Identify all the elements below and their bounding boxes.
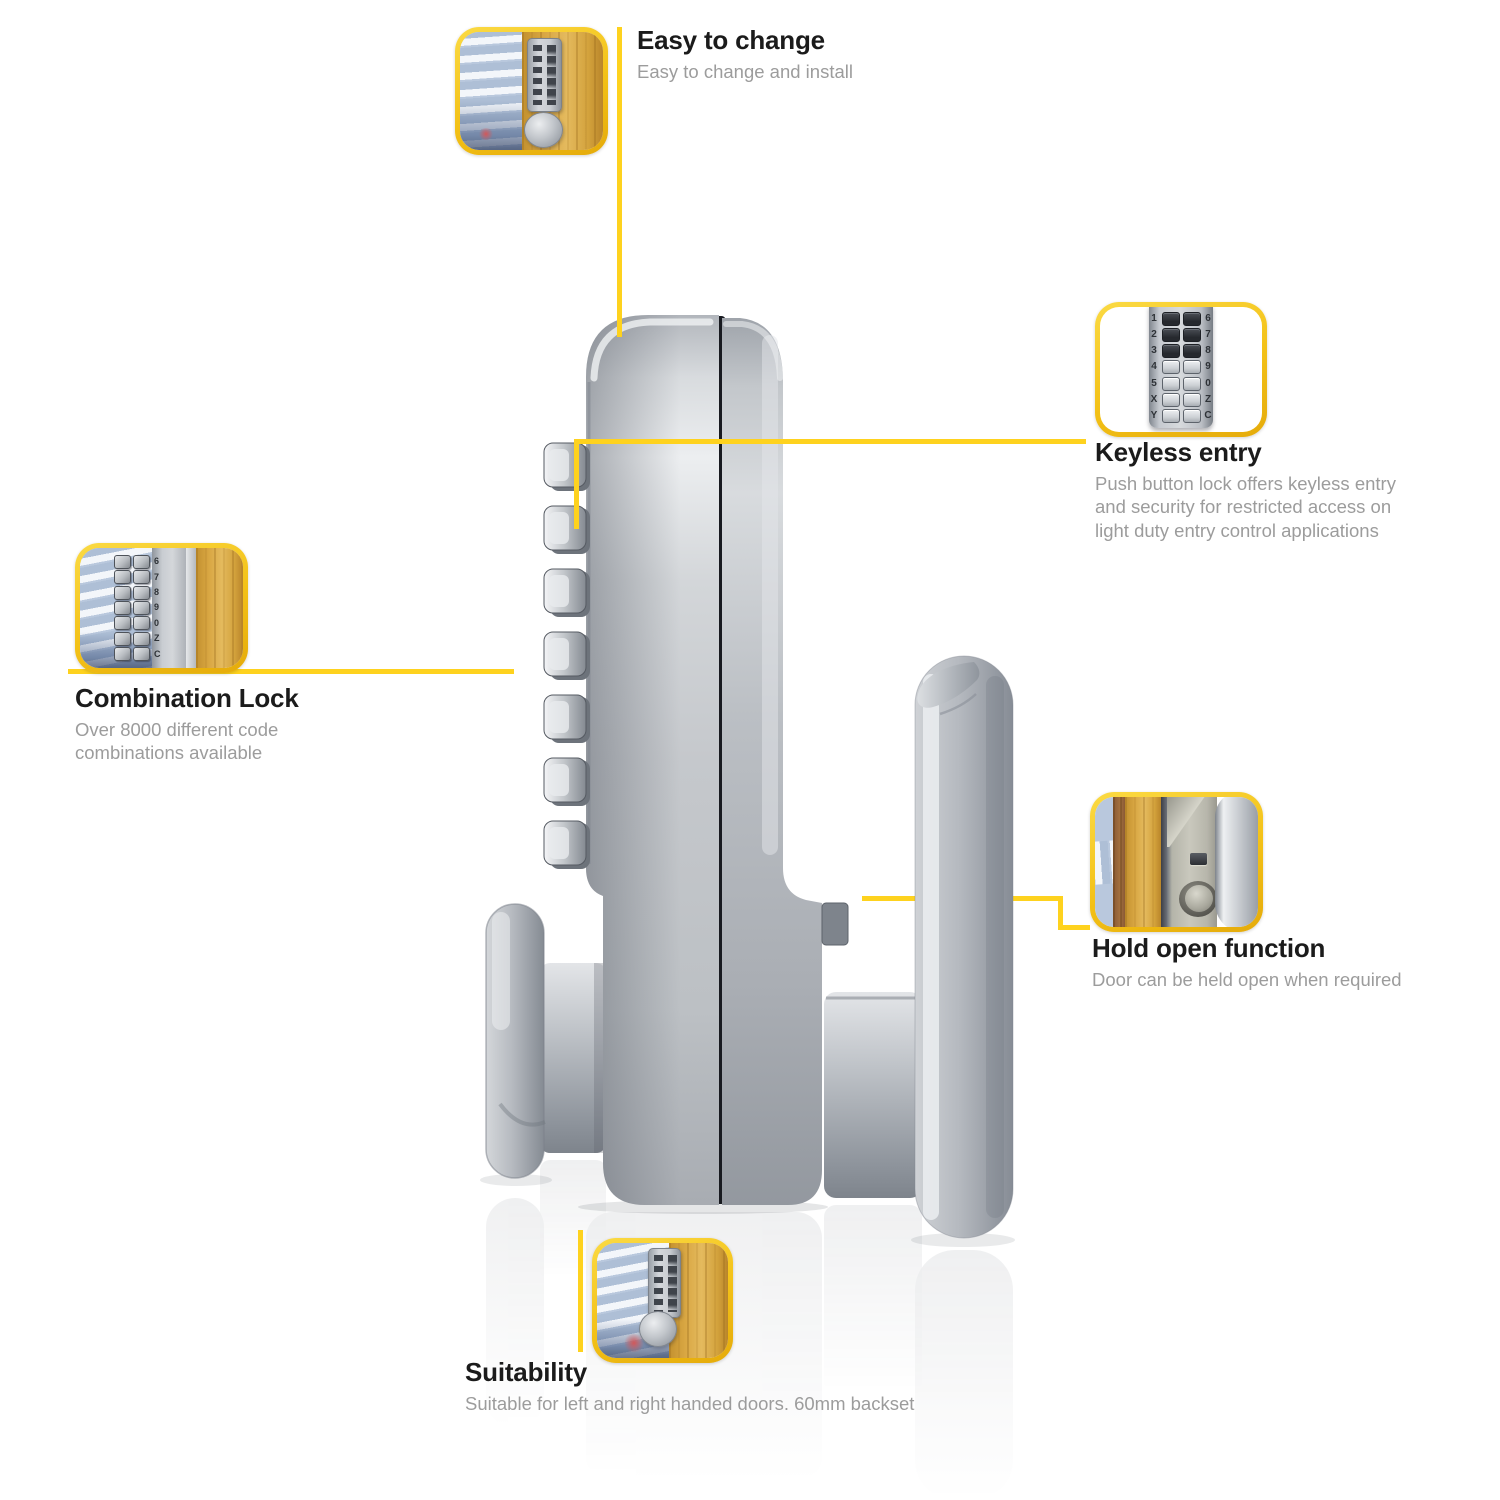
keypad-button [1182, 360, 1201, 375]
cylinder-face [1185, 885, 1213, 912]
side-button-row: 8 [114, 585, 198, 600]
keypad-button [1182, 312, 1201, 327]
connector-hold-open-elbow [1058, 896, 1063, 930]
combination-lock-thumbnail: 6 7 8 9 0 Z C [75, 543, 248, 673]
callout-hold-open-function: Hold open function Door can be held open… [1092, 933, 1402, 991]
shadow-gap [1161, 797, 1167, 927]
easy-to-change-thumbnail [455, 27, 608, 155]
keypad-button [1161, 408, 1180, 423]
connector-keyless-entry-stub [574, 439, 579, 529]
keypad-button [1182, 344, 1201, 359]
hold-open-snib [1190, 853, 1207, 865]
side-button-row: C [114, 647, 198, 662]
connector-hold-open-stub [1058, 925, 1090, 930]
connector-suitability-line [578, 1230, 583, 1352]
callout-title: Suitability [465, 1357, 588, 1387]
side-button-rows: 6 7 8 9 0 Z C [114, 554, 198, 662]
mini-lock-knob [639, 1311, 677, 1347]
callout-description: Easy to change and install [637, 61, 853, 83]
thumb-turn-knob [485, 903, 606, 1179]
connector-keyless-entry-line [574, 439, 1086, 444]
callout-combination-lock: Combination Lock Over 8000 different cod… [75, 683, 299, 765]
hold-open-thumbnail [1090, 792, 1263, 932]
keypad-button [1161, 312, 1180, 327]
callout-description: Door can be held open when required [1092, 969, 1402, 991]
side-button-row: Z [114, 631, 198, 646]
lock-body-back-unit [722, 318, 849, 1205]
mini-lock-keypad [527, 38, 562, 112]
wood-door [1125, 797, 1161, 927]
connector-combination-lock-line [68, 669, 514, 674]
back-plate-chamfer [1167, 797, 1221, 847]
lever-handle [824, 655, 1014, 1239]
lever-hook-tip [917, 662, 980, 708]
callout-description: Suitable for left and right handed doors… [465, 1393, 915, 1415]
keypad-button [1182, 408, 1201, 423]
keypad-button [1161, 376, 1180, 391]
side-button-row: 7 [114, 570, 198, 585]
callout-description: Push button lock offers keyless entry an… [1095, 473, 1396, 541]
callout-title: Hold open function [1092, 933, 1326, 963]
connector-easy-to-change-line [617, 27, 622, 337]
plate-bevel-edge [186, 548, 196, 668]
push-buttons [543, 442, 590, 869]
keypad-button [1182, 392, 1201, 407]
keypad-button [1161, 344, 1180, 359]
callout-title: Keyless entry [1095, 437, 1262, 467]
window-slice [1095, 797, 1113, 927]
lever-grip [1215, 797, 1258, 927]
keypad-button [1161, 392, 1180, 407]
mini-lock-knob [524, 112, 563, 148]
mini-lock-keypad [648, 1248, 681, 1318]
side-button-row: 6 [114, 554, 198, 569]
keypad-button [1182, 376, 1201, 391]
hold-open-snib-button [821, 902, 849, 946]
callout-description: Over 8000 different code combinations av… [75, 719, 279, 764]
keypad-button [1182, 328, 1201, 343]
suitability-thumbnail [592, 1238, 733, 1363]
keypad-plate-side [152, 548, 186, 668]
callout-keyless-entry: Keyless entry Push button lock offers ke… [1095, 437, 1396, 542]
callout-title: Combination Lock [75, 683, 299, 713]
wood-door-edge [196, 548, 243, 668]
lock-body-front-unit [586, 315, 719, 1205]
callout-easy-to-change: Easy to change Easy to change and instal… [637, 25, 853, 83]
callout-suitability: Suitability Suitable for left and right … [465, 1357, 915, 1415]
door-frame [1113, 797, 1125, 927]
keypad-button [1161, 328, 1180, 343]
window-blinds [460, 32, 522, 150]
keypad-plate [1149, 307, 1213, 428]
keypad-button [1161, 360, 1180, 375]
side-button-row: 0 [114, 616, 198, 631]
callout-title: Easy to change [637, 25, 825, 55]
side-button-row: 9 [114, 600, 198, 615]
